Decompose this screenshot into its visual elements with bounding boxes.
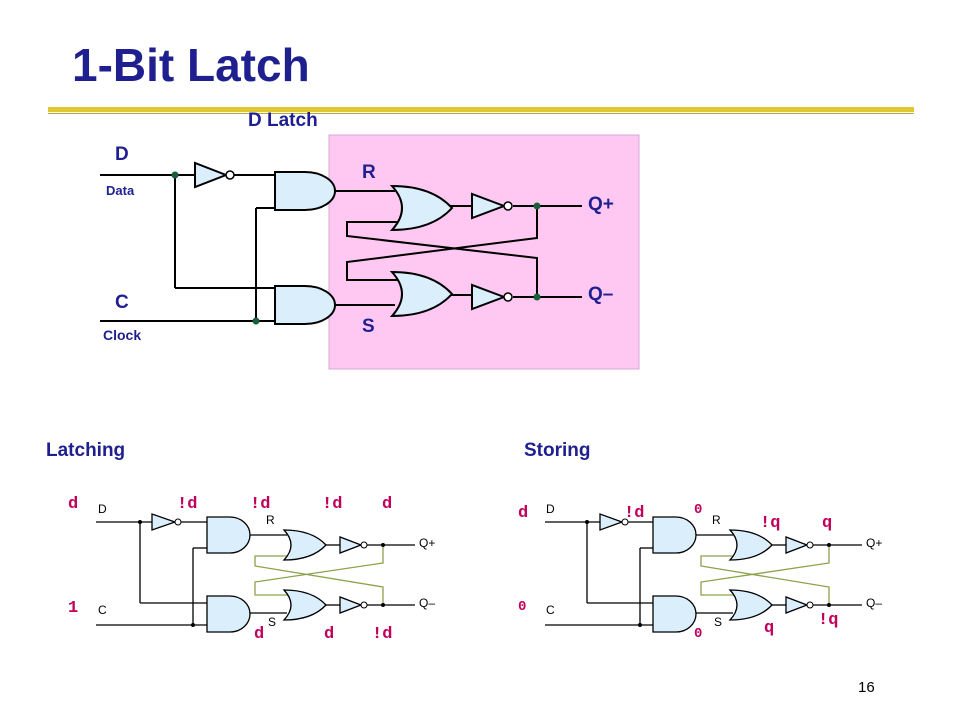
latching-qplus-label: Q+ [419, 536, 436, 550]
latching-nor-top-value: !d [322, 495, 343, 514]
r-label: R [362, 162, 376, 183]
latching-inv-value: !d [177, 495, 198, 514]
latching-qminus-label: Q– [419, 596, 436, 610]
storing-c-label: C [546, 603, 555, 617]
storing-inverter-top-bubble [806, 541, 814, 549]
storing-feedback-bot [700, 555, 830, 605]
storing-c-value: 0 [518, 599, 527, 615]
storing-d-value: d [518, 504, 529, 523]
title-rule-shadow [48, 113, 914, 114]
latching-junction-qminus [381, 603, 385, 607]
latching-nor-bot-value: d [324, 625, 335, 644]
latching-inverter-top [339, 536, 363, 554]
storing-r-label: R [712, 513, 721, 527]
nor-gate-top [389, 184, 454, 232]
storing-nor-bottom [728, 589, 773, 621]
page-number: 16 [858, 679, 875, 696]
latching-r-label: R [266, 513, 275, 527]
inverter-d-bubble [225, 170, 235, 180]
slide-title: 1-Bit Latch [72, 39, 310, 91]
latching-inverter-d-bubble [174, 518, 182, 526]
latching-c-value: 1 [68, 599, 79, 618]
inverter-d [194, 161, 229, 189]
and-gate-top [274, 171, 336, 211]
junction-c [252, 317, 260, 325]
storing-and-bot-value: 0 [694, 626, 703, 642]
latching-junction-d [138, 520, 142, 524]
storing-and-bottom [652, 595, 697, 633]
latching-and-top-value: !d [250, 495, 271, 514]
qplus-label: Q+ [588, 194, 614, 215]
feedback-wire-top [346, 206, 538, 281]
data-label: Data [106, 183, 135, 198]
latching-inverter-bottom-bubble [360, 601, 368, 609]
latching-junction-qplus [381, 543, 385, 547]
latching-inverter-top-bubble [360, 541, 368, 549]
feedback-wire-bot [346, 221, 538, 297]
storing-and-top-value: 0 [694, 502, 703, 518]
latching-c-label: C [98, 603, 107, 617]
latching-nor-top [282, 529, 327, 561]
junction-qplus [533, 202, 541, 210]
inverter-top-bubble [503, 201, 513, 211]
storing-feedback-top [700, 545, 830, 596]
qminus-label: Q– [588, 284, 614, 305]
junction-qminus [533, 293, 541, 301]
storing-inverter-d [599, 513, 624, 531]
c-input-label: C [115, 292, 129, 313]
storing-s-label: S [714, 615, 723, 629]
storing-nor-bot-value: q [764, 619, 775, 638]
storing-qminus-value: !q [818, 611, 839, 630]
storing-inv-value: !d [624, 504, 645, 523]
storing-qminus-label: Q– [866, 596, 883, 610]
storing-junction-d [585, 520, 589, 524]
storing-qplus-label: Q+ [866, 536, 883, 550]
s-label: S [362, 316, 375, 337]
latching-qplus-value: d [382, 495, 393, 514]
storing-qplus-value: q [822, 514, 833, 533]
latching-feedback-top [254, 545, 384, 596]
latching-d-label: D [98, 502, 107, 516]
latching-and-bot-value: d [254, 625, 265, 644]
storing-and-top [652, 516, 697, 554]
latching-feedback-bot [254, 555, 384, 605]
latching-heading: Latching [46, 440, 126, 461]
storing-nor-top [728, 529, 773, 561]
inverter-bottom [471, 283, 507, 311]
storing-inverter-bottom-bubble [806, 601, 814, 609]
storing-inverter-top [785, 536, 809, 554]
storing-junction-c [638, 623, 642, 627]
latching-inverter-bottom [339, 596, 363, 614]
latching-junction-c [191, 623, 195, 627]
storing-heading: Storing [524, 440, 591, 461]
inverter-bottom-bubble [503, 292, 513, 302]
latching-and-top [206, 516, 251, 554]
clock-label: Clock [103, 327, 142, 343]
storing-inverter-bottom [785, 596, 809, 614]
latching-nor-bottom [282, 589, 327, 621]
and-gate-bottom [274, 285, 336, 325]
d-latch-heading: D Latch [248, 110, 318, 131]
storing-junction-qplus [827, 543, 831, 547]
d-input-label: D [115, 144, 129, 165]
storing-junction-qminus [827, 603, 831, 607]
title-rule [48, 107, 914, 112]
nor-gate-bottom [389, 270, 454, 318]
storing-d-label: D [546, 502, 555, 516]
latching-s-label: S [268, 615, 277, 629]
latching-inverter-d [151, 513, 177, 531]
storing-nor-top-value: !q [760, 514, 781, 533]
storing-inverter-d-bubble [621, 518, 629, 526]
latching-d-value: d [68, 495, 79, 514]
junction-d [171, 171, 179, 179]
latching-qminus-value: !d [372, 625, 393, 644]
latching-and-bottom [206, 595, 251, 633]
inverter-top [471, 192, 507, 220]
